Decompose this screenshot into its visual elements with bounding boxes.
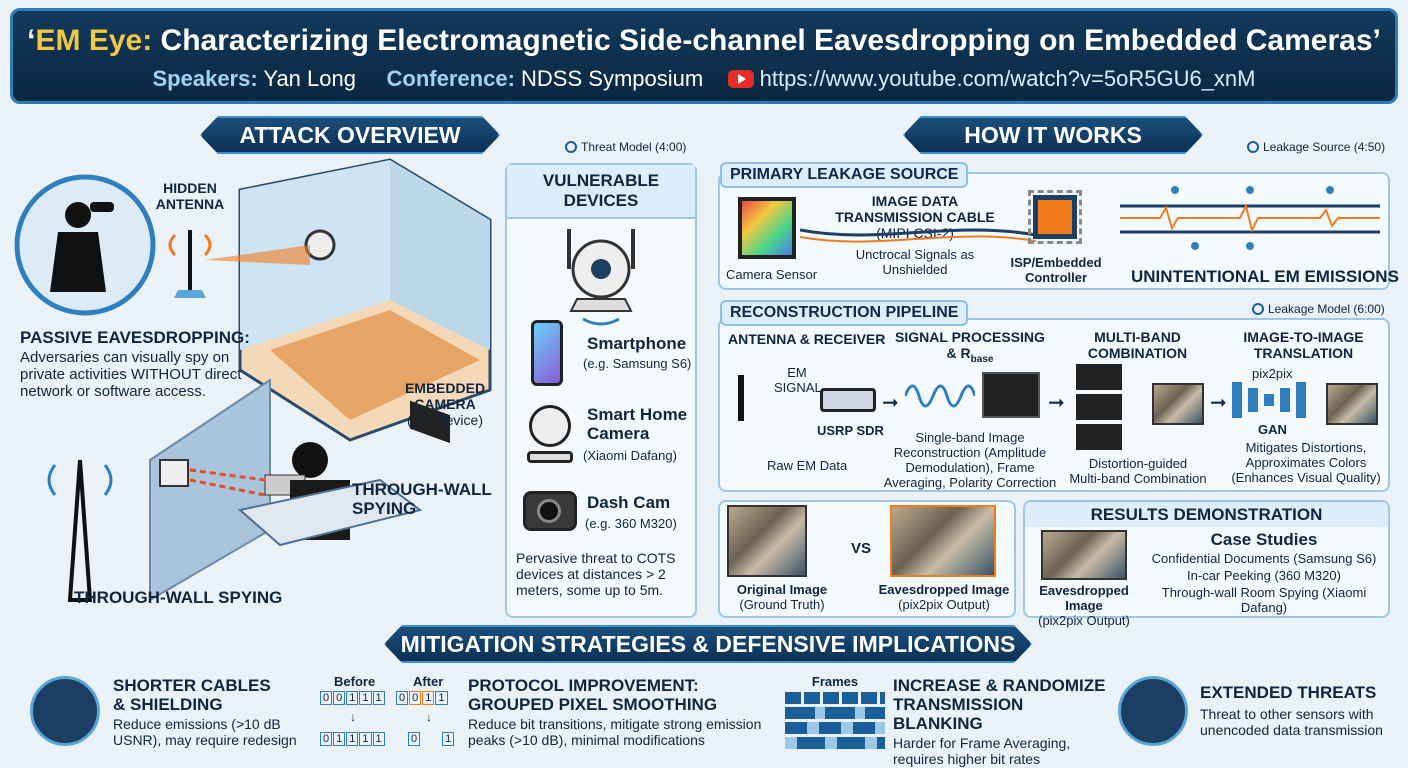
spy-figure-icon (50, 202, 114, 292)
cable-shielding-icon (30, 676, 100, 746)
pix2pix-label: pix2pix (1252, 366, 1293, 381)
device-smartphone: Smartphone (e.g. Samsung S6) (529, 318, 694, 388)
device-dash-cam: Dash Cam (e.g. 360 M320) (521, 485, 696, 545)
i2i-desc: Mitigates Distortions, Approximates Colo… (1231, 440, 1381, 485)
through-wall-side-label: THROUGH-WALL SPYING (352, 480, 492, 518)
through-wall-bottom-label: THROUGH-WALL SPYING (74, 588, 283, 607)
multi-band-title: MULTI-BAND COMBINATION (1087, 329, 1188, 361)
case-studies: Case Studies Confidential Documents (Sam… (1140, 530, 1388, 615)
threat-model-hint[interactable]: Threat Model (4:00) (565, 140, 686, 154)
mitigation-item-2: PROTOCOL IMPROVEMENT: GROUPED PIXEL SMOO… (468, 676, 762, 748)
brick-wall (149, 378, 271, 602)
pipeline-arrow-1: ➞ (882, 392, 899, 414)
demo-caption: Eavesdropped Image (pix2pix Output) (1038, 583, 1130, 628)
mitigation-item-1: SHORTER CABLES & SHIELDING Reduce emissi… (113, 676, 297, 748)
magnifier-icon (565, 141, 577, 153)
tv-icon (410, 400, 450, 444)
leakage-source-hint[interactable]: Leakage Source (4:50) (1247, 140, 1385, 154)
wall-camera-icon (159, 459, 189, 487)
home-camera-icon (529, 405, 571, 447)
signal-processing-title: SIGNAL PROCESSING & Rbase (895, 329, 1045, 365)
camera-sensor-label: Camera Sensor (726, 267, 818, 282)
raw-em-data-label: Raw EM Data (767, 458, 848, 473)
original-caption: Original Image (Ground Truth) (736, 582, 828, 612)
single-band-image (982, 372, 1040, 418)
devices-title: VULNERABLE DEVICES (507, 165, 695, 219)
demo-image (1041, 530, 1127, 580)
em-signal-label: EM SIGNAL (774, 365, 822, 395)
youtube-icon (727, 70, 754, 88)
tower-antenna-icon (47, 459, 113, 602)
translated-image (1326, 383, 1378, 425)
original-image (727, 505, 807, 577)
leakage-model-hint[interactable]: Leakage Model (6:00) (1252, 302, 1385, 316)
smartphone-icon (531, 320, 563, 386)
waveform-icon (905, 384, 975, 408)
hidden-antenna-icon (168, 230, 212, 298)
combined-image (1152, 383, 1204, 425)
sensor-threat-icon (1118, 676, 1188, 746)
eavesdropped-image (890, 505, 996, 577)
band-image-2 (1076, 394, 1122, 420)
video-link[interactable]: https://www.youtube.com/watch?v=5oR5GU6_… (759, 66, 1256, 91)
band-image-1 (1076, 364, 1122, 390)
case-item: In-car Peeking (360 M320) (1187, 568, 1341, 583)
multi-band-desc: Distortion-guided Multi-band Combination (1069, 456, 1207, 486)
signal-processing-desc: Single-band Image Reconstruction (Amplit… (883, 430, 1057, 490)
pipeline-arrow-2: ➞ (1048, 392, 1065, 414)
how-it-works-banner: HOW IT WORKS (903, 116, 1203, 154)
embedded-camera-label: EMBEDDED CAMERA (IoT Device) (404, 380, 486, 428)
mitigation-item-3: INCREASE & RANDOMIZE TRANSMISSION BLANKI… (893, 676, 1106, 767)
magnifier-icon (1252, 303, 1264, 315)
mitigation-item-4: EXTENDED THREATS Threat to other sensors… (1200, 683, 1383, 738)
attack-overview-banner: ATTACK OVERVIEW (200, 116, 500, 154)
mitigation-banner: MITIGATION STRATEGIES & DEFENSIVE IMPLIC… (384, 625, 1032, 663)
wall-spy-figure-icon (237, 442, 423, 547)
receiver-antenna-icon (738, 375, 744, 421)
band-image-3 (1076, 424, 1122, 450)
gan-label: GAN (1258, 422, 1287, 437)
em-emissions-label: UNINTENTIONAL EM EMISSIONS (1131, 267, 1399, 286)
devices-note: Pervasive threat to COTS devices at dist… (516, 550, 676, 598)
unshielded-signals-label: Unctrocal Signals as Unshielded (855, 247, 975, 277)
smart-camera-hero-icon (567, 229, 635, 326)
vs-label: VS (851, 540, 872, 557)
passive-eavesdropping: PASSIVE EAVESDROPPING: Adversaries can v… (20, 328, 250, 400)
eavesdropped-caption: Eavesdropped Image (pix2pix Output) (878, 582, 1010, 612)
speaker-name: Yan Long (263, 66, 356, 91)
magnifier-icon (1247, 141, 1259, 153)
camera-sensor-icon (738, 197, 796, 259)
results-demo-title: RESULTS DEMONSTRATION (1025, 502, 1388, 527)
usrp-label: USRP SDR (817, 423, 884, 438)
primary-leakage-tag: PRIMARY LEAKAGE SOURCE (720, 162, 969, 188)
pipeline-tag: RECONSTRUCTION PIPELINE (720, 300, 969, 326)
isp-label: ISP/Embedded Controller (1010, 255, 1102, 285)
conference-name: NDSS Symposium (521, 66, 704, 91)
antenna-receiver-title: ANTENNA & RECEIVER (728, 331, 886, 347)
cable-graphic (800, 228, 1036, 243)
pipeline-arrow-3: ➞ (1210, 392, 1227, 414)
header-subtitle: Speakers: Yan Long Conference: NDSS Symp… (152, 66, 1256, 91)
isp-chip-icon (1028, 190, 1082, 244)
usrp-sdr-icon (820, 388, 876, 412)
hidden-antenna-label: HIDDEN ANTENNA (155, 180, 225, 212)
header: ‘EM Eye: Characterizing Electromagnetic … (10, 8, 1398, 104)
vulnerable-devices-panel: VULNERABLE DEVICES Smartphone (e.g. Sams… (505, 163, 697, 618)
attack-illustration (14, 158, 492, 602)
device-smart-home-camera: Smart Home Camera (Xiaomi Dafang) (525, 401, 695, 471)
gan-network-icon (1232, 382, 1306, 418)
case-item: Confidential Documents (Samsung S6) (1151, 551, 1377, 566)
room-illustration (238, 158, 492, 444)
em-emissions-graphic (1120, 186, 1380, 250)
page-title: ‘EM Eye: Characterizing Electromagnetic … (27, 24, 1381, 57)
i2i-title: IMAGE-TO-IMAGE TRANSLATION (1243, 329, 1364, 361)
frames-diagram: Frames (785, 674, 885, 754)
case-item: Through-wall Room Spying (Xiaomi Dafang) (1161, 585, 1367, 615)
room-camera-icon (304, 229, 336, 261)
